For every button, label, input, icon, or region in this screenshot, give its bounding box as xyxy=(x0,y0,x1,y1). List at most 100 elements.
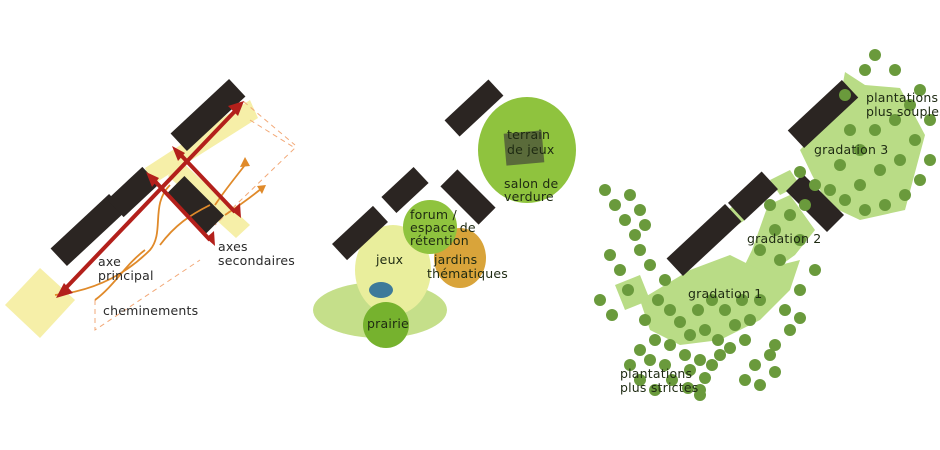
tree xyxy=(794,234,806,246)
tree xyxy=(724,342,736,354)
tree xyxy=(629,229,641,241)
tree xyxy=(609,199,621,211)
tree xyxy=(924,114,936,126)
tree xyxy=(666,374,678,386)
tree xyxy=(634,344,646,356)
tree xyxy=(889,114,901,126)
tree xyxy=(694,384,706,396)
tree xyxy=(769,366,781,378)
label-plantations-plus-souples: plantations plus souples xyxy=(866,90,940,119)
tree xyxy=(606,309,618,321)
tree xyxy=(794,284,806,296)
tree xyxy=(774,254,786,266)
tree xyxy=(799,199,811,211)
tree xyxy=(739,334,751,346)
tree xyxy=(634,374,646,386)
tree xyxy=(652,294,664,306)
tree xyxy=(712,334,724,346)
tree xyxy=(736,294,748,306)
tree xyxy=(694,354,706,366)
label-axes-secondaires: axes secondaires xyxy=(218,239,295,268)
tree xyxy=(744,314,756,326)
tree xyxy=(769,224,781,236)
tree xyxy=(634,204,646,216)
tree xyxy=(764,199,776,211)
tree xyxy=(714,349,726,361)
tree xyxy=(624,359,636,371)
tree xyxy=(899,189,911,201)
tree xyxy=(779,304,791,316)
tree xyxy=(749,359,761,371)
tree xyxy=(739,374,751,386)
label-jardins-thematiques: jardins thématiques xyxy=(427,252,508,281)
tree xyxy=(794,166,806,178)
label-cheminements: cheminements xyxy=(103,303,198,318)
tree xyxy=(909,134,921,146)
tree xyxy=(764,349,776,361)
tree xyxy=(719,304,731,316)
tree xyxy=(879,199,891,211)
tree xyxy=(649,334,661,346)
tree xyxy=(729,319,741,331)
tree xyxy=(594,294,606,306)
tree xyxy=(682,382,694,394)
terrain-de-jeux-court xyxy=(503,130,545,166)
tree xyxy=(904,99,916,111)
tree xyxy=(684,364,696,376)
path-arrowheads xyxy=(240,157,266,194)
building xyxy=(666,203,742,277)
cheminements-paths xyxy=(54,164,263,301)
building xyxy=(381,166,429,214)
buildings xyxy=(50,78,246,267)
tree xyxy=(889,64,901,76)
building xyxy=(727,171,779,221)
tree xyxy=(664,304,676,316)
main-axis xyxy=(60,106,240,294)
label-terrain-de-jeux: terrain de jeux xyxy=(507,127,554,157)
pond xyxy=(369,282,393,298)
building xyxy=(332,205,388,261)
label-plantations-plus-strictes: plantations plus strictes xyxy=(620,366,698,395)
buildings xyxy=(332,79,504,261)
tree xyxy=(874,164,886,176)
tree xyxy=(659,274,671,286)
tree xyxy=(679,349,691,361)
tree xyxy=(624,189,636,201)
label-forum: forum / espace de rétention xyxy=(410,207,480,248)
dashed-outlines xyxy=(94,89,296,331)
tree xyxy=(839,194,851,206)
entrance-zone xyxy=(5,268,75,338)
tree xyxy=(869,124,881,136)
tree xyxy=(809,179,821,191)
tree xyxy=(639,219,651,231)
building xyxy=(166,176,224,234)
tree xyxy=(614,264,626,276)
tree xyxy=(794,312,806,324)
tree xyxy=(754,379,766,391)
tree xyxy=(854,144,866,156)
tree xyxy=(809,264,821,276)
tree xyxy=(844,124,856,136)
label-axe-principal: axe principal xyxy=(98,254,154,283)
panel-programme: terrain de jeux salon de verdure forum /… xyxy=(313,79,576,348)
axis-arrowheads xyxy=(56,101,244,298)
tree xyxy=(699,372,711,384)
cross-strip xyxy=(168,160,250,238)
prairie-area xyxy=(363,302,409,348)
forum-area xyxy=(403,200,457,254)
label-salon-de-verdure: salon de verdure xyxy=(504,176,563,204)
building xyxy=(786,174,844,232)
building xyxy=(444,79,504,137)
tree xyxy=(622,284,634,296)
pedestrian-strip xyxy=(145,100,258,185)
tree xyxy=(604,249,616,261)
building xyxy=(50,193,126,267)
tree xyxy=(859,204,871,216)
tree xyxy=(754,244,766,256)
tree xyxy=(664,339,676,351)
tree xyxy=(706,359,718,371)
tree xyxy=(859,64,871,76)
tree xyxy=(854,179,866,191)
secondary-axis xyxy=(150,176,212,242)
label-gradation-2: gradation 2 xyxy=(747,231,821,246)
